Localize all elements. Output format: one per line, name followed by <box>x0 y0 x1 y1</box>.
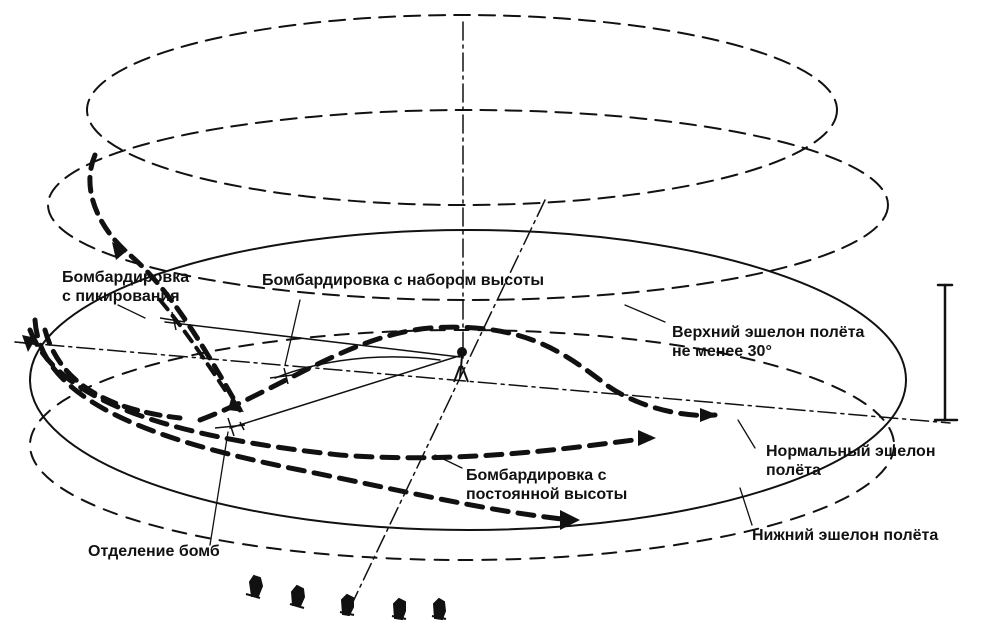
label-constant-line2: постоянной высоты <box>466 486 628 503</box>
horizontal-axis <box>14 341 951 424</box>
label-upper-line2: не менее 30° <box>672 343 772 360</box>
label-dive-bombing: Бомбардировка с пикирования <box>62 268 189 306</box>
arrow-constant <box>560 510 580 530</box>
diagonal-axis <box>349 199 546 609</box>
label-climb-bombing: Бомбардировка с набором высоты <box>262 272 545 289</box>
label-constant-line1: Бомбардировка с <box>466 467 607 484</box>
dive-trajectory-inner <box>158 298 227 392</box>
label-constant-altitude: Бомбардировка с постоянной высоты <box>466 466 627 504</box>
climb-bombing-trajectory <box>197 324 718 423</box>
normal-level-ellipse <box>29 229 907 531</box>
label-lower-level: Нижний эшелон полёта <box>752 527 939 544</box>
leader-normal <box>737 419 756 449</box>
label-upper-line1: Верхний эшелон полёта <box>672 324 865 341</box>
soldier-icon <box>431 597 447 621</box>
soldier-icon <box>339 593 355 617</box>
leader-climb <box>284 299 301 366</box>
soldier-icon <box>245 574 264 599</box>
arrow-climb <box>700 408 718 422</box>
normal-level-trajectory <box>27 327 653 461</box>
lower-level-ellipse <box>29 329 895 561</box>
label-dive-line1: Бомбардировка <box>62 269 190 286</box>
label-normal-line2: полёта <box>766 462 821 479</box>
arrow-dive-lower <box>228 395 244 412</box>
label-bomb-release: Отделение бомб <box>88 543 220 560</box>
label-normal-line1: Нормальный эшелон <box>766 443 936 460</box>
soldier-icon <box>289 584 306 609</box>
aircraft-icon <box>269 367 301 385</box>
constant-altitude-trajectory <box>32 317 573 523</box>
leader-dive <box>117 304 146 319</box>
arrow-normal <box>638 430 656 446</box>
upper-level-ellipse-top <box>86 14 838 206</box>
leader-upper <box>624 304 666 323</box>
leader-constant <box>434 454 463 469</box>
soldier-icon <box>391 597 407 621</box>
sight-line-upper <box>229 354 463 429</box>
aircraft-icon <box>159 311 186 331</box>
outer-loop-trajectory <box>42 327 183 421</box>
sight-line-lower <box>164 321 461 358</box>
label-upper-level: Верхний эшелон полёта не менее 30° <box>672 323 864 361</box>
aircraft-icon <box>214 417 246 437</box>
upper-level-ellipse-mid <box>47 109 889 301</box>
arrow-left <box>22 335 36 352</box>
leader-lower <box>739 487 753 526</box>
label-normal-level: Нормальный эшелон полёта <box>766 442 935 480</box>
climb-trajectory <box>274 356 441 379</box>
label-dive-line2: с пикирования <box>62 288 180 305</box>
target-icon <box>453 347 469 383</box>
arrow-dive <box>112 242 128 260</box>
dive-trajectory <box>87 152 243 413</box>
leader-release <box>209 431 229 546</box>
